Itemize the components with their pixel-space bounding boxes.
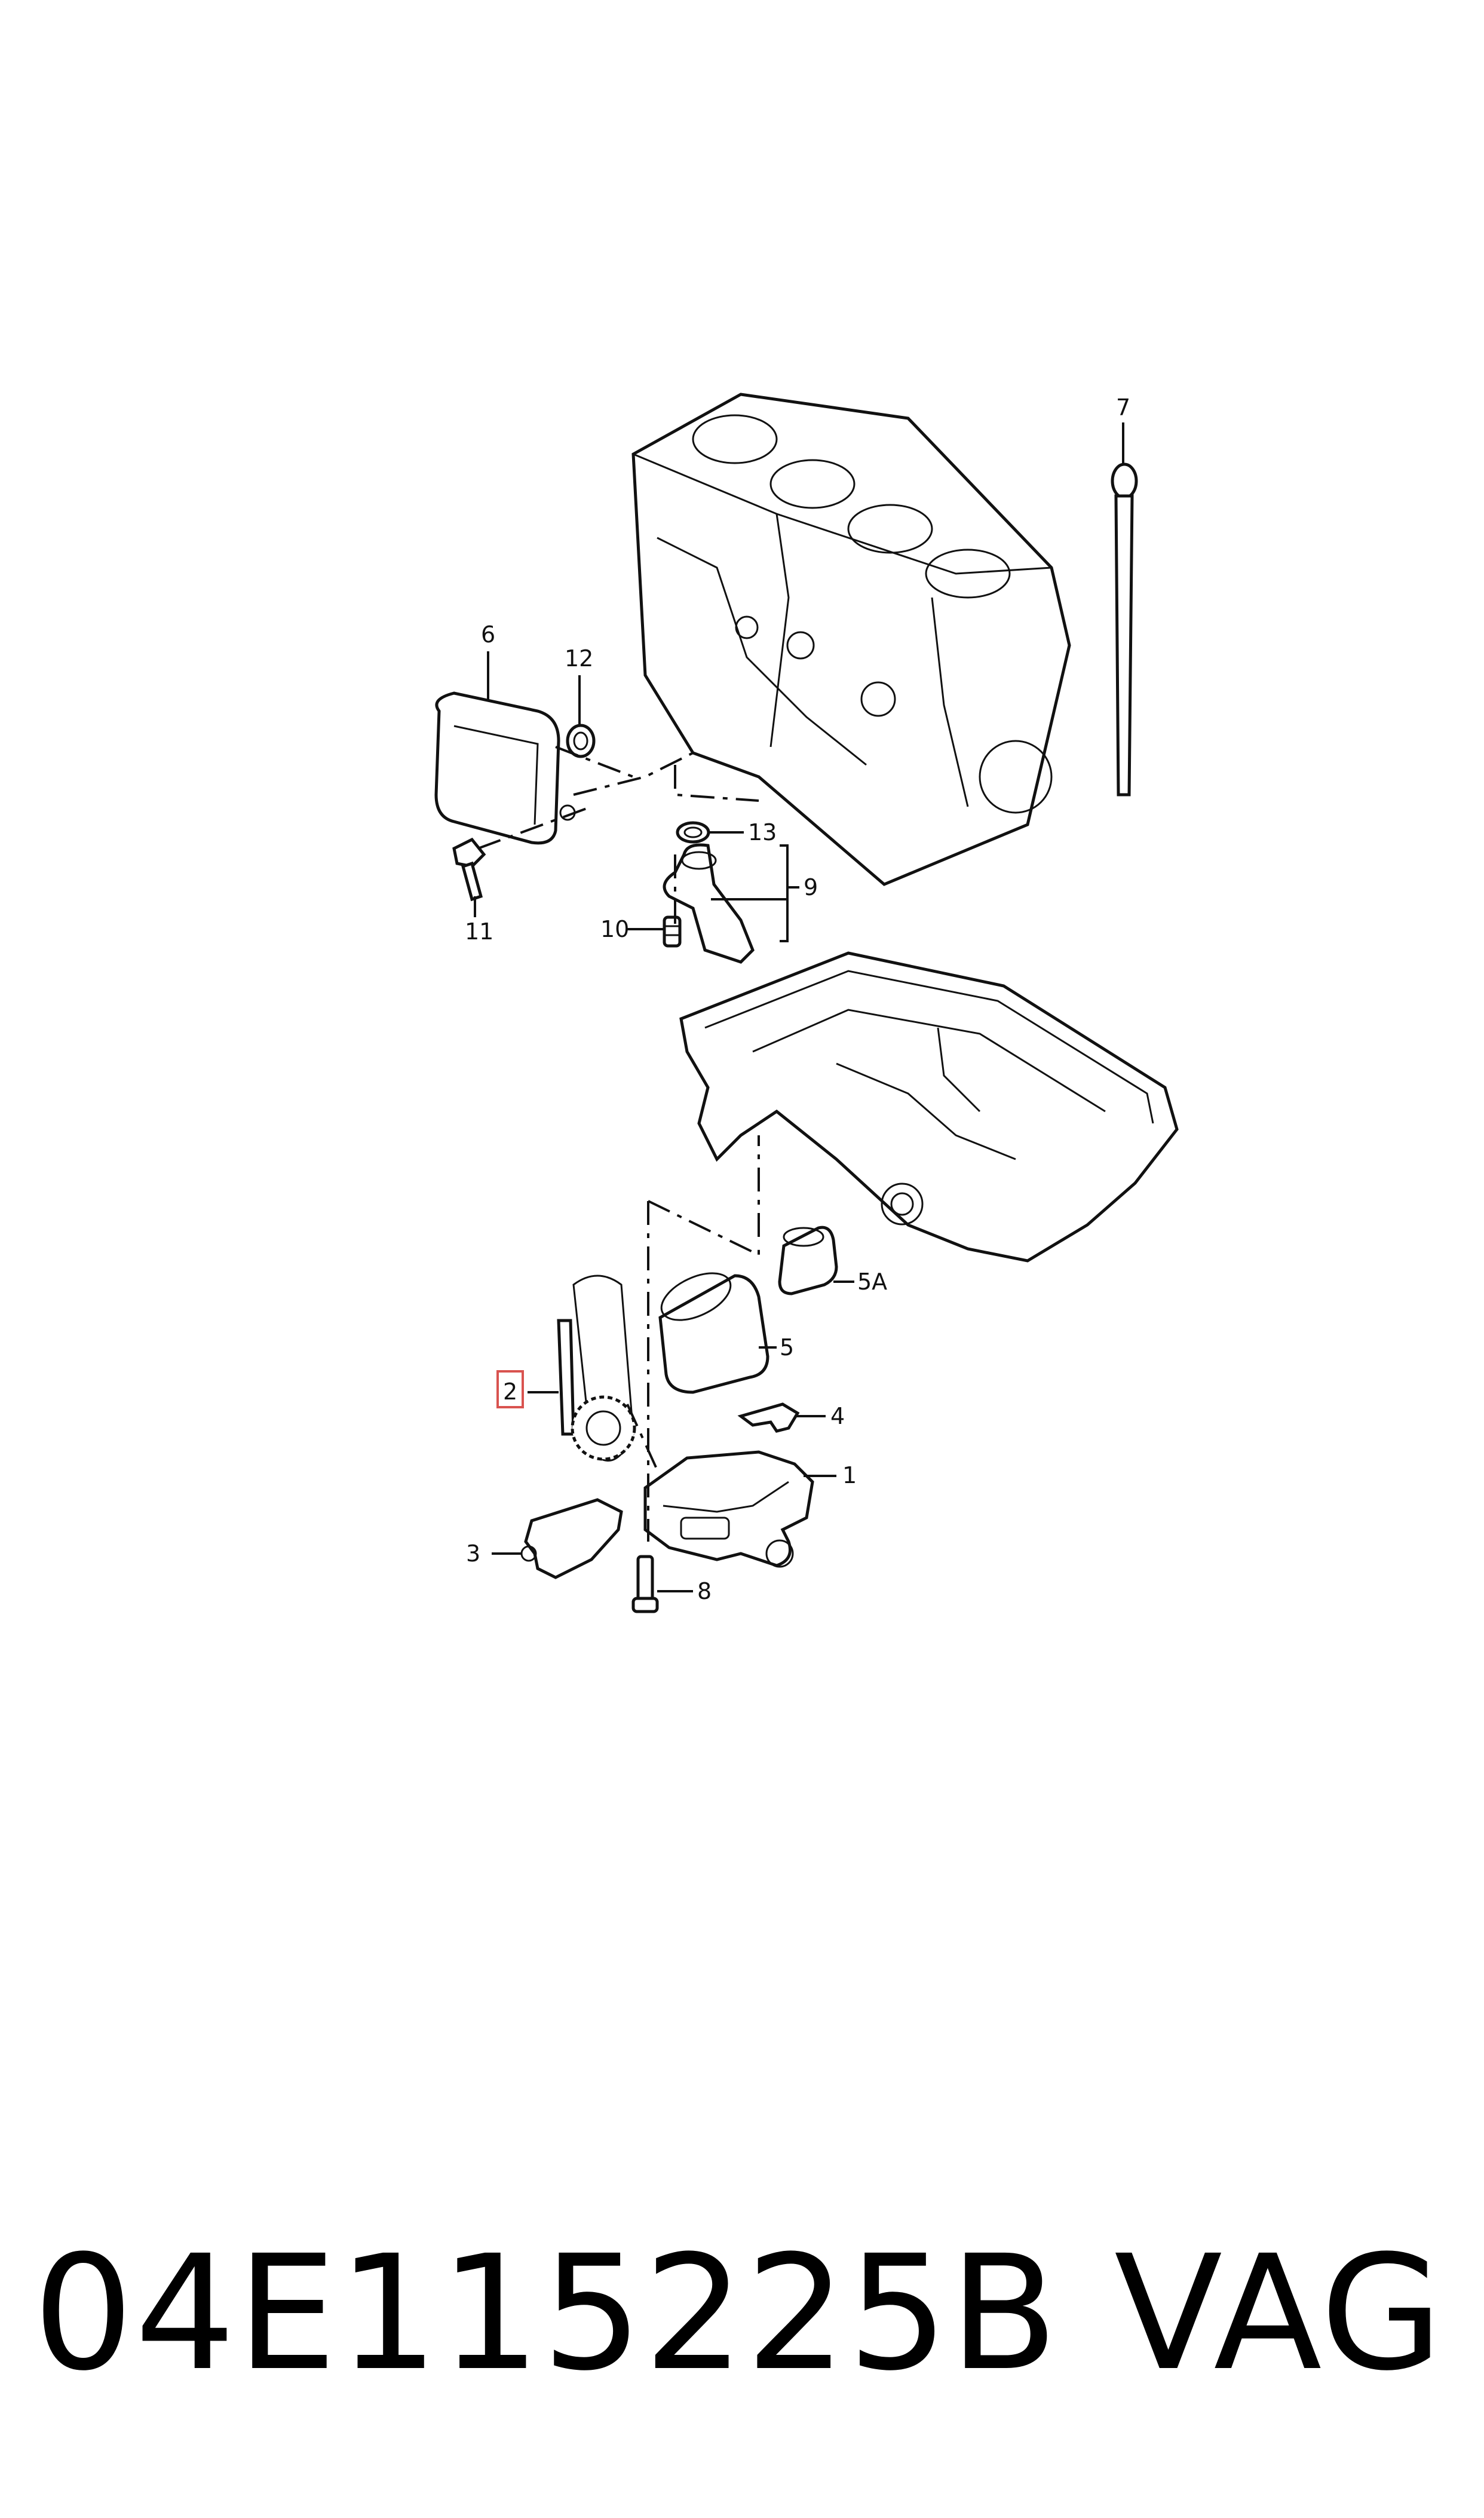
bolt-8 bbox=[631, 1555, 659, 1613]
oil-return-pipe bbox=[663, 843, 755, 964]
chain-sprocket bbox=[571, 1395, 636, 1461]
bolt-10 bbox=[663, 915, 682, 948]
brand-name: VAG bbox=[1114, 2222, 1445, 2406]
callout-11: 11 bbox=[465, 918, 493, 945]
callout-2-highlight bbox=[496, 1370, 524, 1408]
dipstick bbox=[1111, 462, 1138, 797]
bracket bbox=[737, 1402, 800, 1433]
callout-5a: 5A bbox=[857, 1269, 887, 1295]
pump-cover bbox=[520, 1498, 623, 1579]
callout-2: 2 bbox=[503, 1379, 517, 1405]
seal-ring-13 bbox=[676, 821, 710, 844]
callout-5: 5 bbox=[780, 1334, 794, 1361]
filter-adapter bbox=[778, 1226, 838, 1295]
bolt-11 bbox=[452, 837, 486, 902]
oil-pump bbox=[643, 1450, 814, 1568]
callout-6: 6 bbox=[481, 621, 495, 648]
seal-ring bbox=[566, 724, 596, 758]
oil-pan bbox=[679, 951, 1179, 1263]
oil-filter bbox=[658, 1272, 769, 1394]
assembly-guides bbox=[477, 746, 760, 1542]
callout-3: 3 bbox=[466, 1540, 480, 1567]
callout-7: 7 bbox=[1116, 394, 1130, 421]
callout-10: 10 bbox=[600, 916, 629, 942]
callout-8: 8 bbox=[697, 1578, 712, 1604]
callout-13: 13 bbox=[748, 819, 777, 846]
leader-lines bbox=[474, 422, 1124, 1592]
part-number: 04E115225B bbox=[33, 2222, 1060, 2406]
callout-12: 12 bbox=[565, 645, 593, 672]
engine-block bbox=[631, 393, 1071, 886]
callout-4: 4 bbox=[830, 1403, 845, 1429]
callout-1: 1 bbox=[842, 1462, 857, 1488]
callout-labels: 1 2 3 4 5 5A 6 7 8 9 10 11 12 13 bbox=[465, 394, 1130, 1604]
callout-9: 9 bbox=[804, 874, 818, 900]
oil-cooler bbox=[434, 691, 576, 845]
